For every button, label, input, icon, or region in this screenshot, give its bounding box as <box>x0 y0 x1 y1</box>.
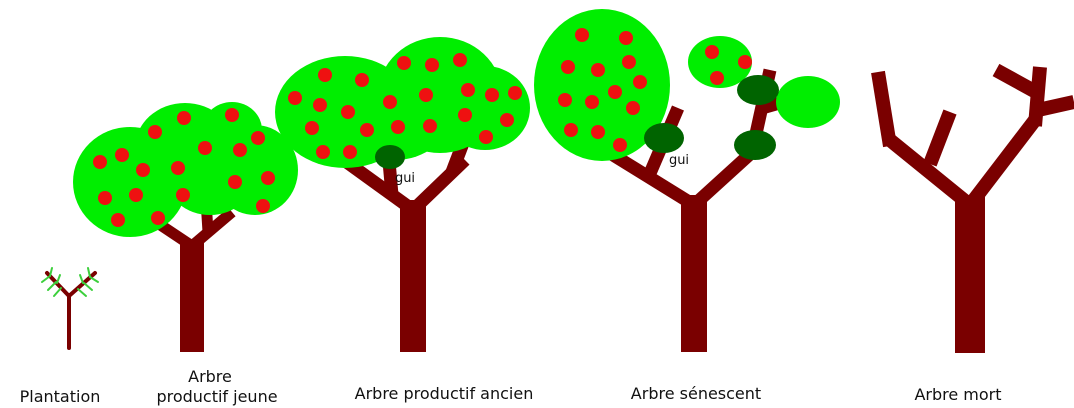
senescent-tree-trunk <box>681 195 707 352</box>
stage-label-old-productive: Arbre productif ancien <box>355 384 534 403</box>
stage-label-young-line2: productif jeune <box>156 387 277 406</box>
stage-label-senescent: Arbre sénescent <box>631 384 761 403</box>
dead-tree-branches <box>878 67 1074 205</box>
tree-old-productive: gui <box>275 37 530 352</box>
stage-label-young-line1: Arbre <box>188 367 232 386</box>
young-tree-trunk <box>180 240 204 352</box>
mistletoe-tuft <box>375 145 405 169</box>
mistletoe-label: gui <box>669 153 689 168</box>
tree-young-productive <box>73 102 298 352</box>
mistletoe-label: gui <box>395 171 415 186</box>
tree-senescent: gui <box>534 9 840 352</box>
sapling-plantation <box>42 268 98 348</box>
old-tree-trunk <box>400 200 426 352</box>
dead-tree-trunk <box>955 195 985 353</box>
tree-dead <box>878 67 1074 353</box>
stage-label-dead: Arbre mort <box>914 385 1001 404</box>
stage-label-plantation: Plantation <box>20 387 101 406</box>
sapling-leaves <box>42 268 98 296</box>
